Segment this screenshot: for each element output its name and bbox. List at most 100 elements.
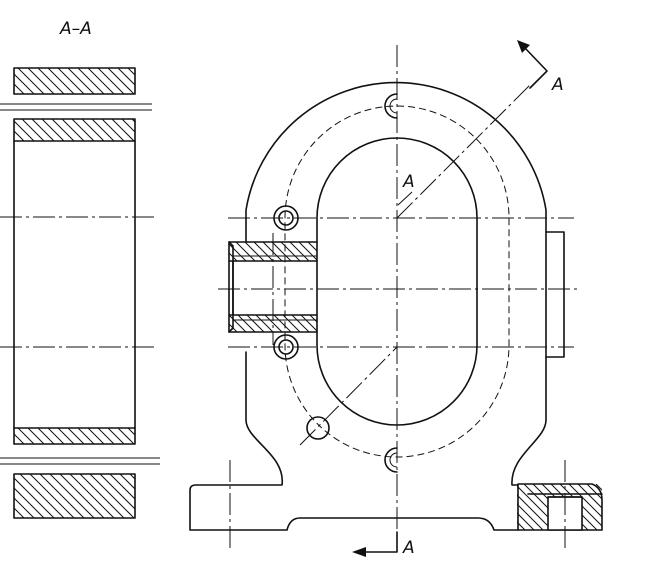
hatch-line bbox=[99, 474, 135, 510]
hatch-line bbox=[14, 477, 55, 518]
hatch-line bbox=[14, 73, 35, 94]
hatch-line bbox=[47, 428, 65, 444]
hatch-line bbox=[237, 315, 256, 332]
section-view-a-a: A–A bbox=[0, 19, 194, 519]
hatch-line bbox=[632, 484, 656, 530]
hatch-line bbox=[0, 428, 4, 444]
hatch-line bbox=[17, 428, 35, 444]
hatch-line bbox=[29, 474, 75, 518]
hatch-line bbox=[87, 428, 105, 444]
inner-slot bbox=[316, 137, 478, 426]
hatch-line bbox=[158, 68, 184, 94]
hatch-line bbox=[517, 484, 544, 530]
hatch-line bbox=[291, 315, 310, 332]
hatch-top-piece bbox=[0, 68, 184, 94]
hatch-line bbox=[461, 484, 507, 530]
hatch-line bbox=[138, 428, 154, 444]
hatch-line bbox=[162, 119, 184, 141]
hole bbox=[306, 416, 330, 440]
hatch-line bbox=[14, 83, 25, 94]
hole-half bbox=[384, 447, 398, 473]
hatch-line bbox=[326, 242, 345, 261]
cutting-plane-line bbox=[396, 84, 531, 219]
hatch-line bbox=[244, 242, 265, 261]
hatch-line bbox=[255, 315, 274, 332]
hatch-line bbox=[14, 487, 45, 518]
hatch-line bbox=[111, 119, 135, 141]
hatch-line bbox=[57, 68, 85, 94]
hatch-line bbox=[71, 119, 95, 141]
hatch-line bbox=[344, 242, 363, 261]
hatch-line bbox=[641, 484, 656, 530]
hatch-line bbox=[0, 119, 4, 141]
hatch-line bbox=[89, 474, 135, 518]
hatch-line bbox=[41, 119, 65, 141]
section-top-piece bbox=[13, 67, 136, 95]
hatch-line bbox=[14, 497, 35, 518]
hatch-line bbox=[264, 315, 283, 332]
hatch-line bbox=[121, 119, 135, 133]
hatch-line bbox=[568, 484, 602, 530]
front-view: A A A bbox=[189, 40, 656, 558]
hatch-line bbox=[623, 484, 656, 530]
hatch-line bbox=[117, 428, 135, 444]
hatch-line bbox=[37, 428, 55, 444]
hatch-line bbox=[235, 242, 256, 261]
hatch-boss-top bbox=[229, 242, 363, 261]
hatch-line bbox=[152, 119, 174, 141]
hatch-line bbox=[150, 474, 194, 518]
hatch-line bbox=[57, 428, 75, 444]
cut-label-top: A bbox=[551, 75, 564, 95]
hatch-line bbox=[17, 68, 45, 94]
hatch-line bbox=[307, 242, 317, 252]
hatch-line bbox=[67, 428, 85, 444]
hatch-line bbox=[140, 474, 184, 518]
hatch-line bbox=[470, 484, 516, 530]
hatch-line bbox=[79, 474, 125, 518]
hatch-line bbox=[229, 252, 238, 261]
hatch-line bbox=[586, 484, 602, 530]
hatch-line bbox=[246, 315, 265, 332]
hatch-line bbox=[117, 68, 135, 86]
hatch-line bbox=[282, 315, 301, 332]
section-main-body bbox=[13, 118, 136, 445]
hatch-line bbox=[271, 242, 292, 261]
hatch-line bbox=[91, 119, 115, 141]
hatch-line bbox=[337, 315, 354, 332]
hatch-line bbox=[0, 68, 4, 94]
hatch-line bbox=[77, 68, 105, 94]
hatch-line bbox=[109, 474, 135, 500]
hatch-line bbox=[229, 315, 247, 332]
hatch-line bbox=[51, 119, 75, 141]
hatch-line bbox=[119, 474, 135, 490]
hatch-line bbox=[107, 68, 135, 94]
cut-label-middle: A bbox=[402, 172, 415, 192]
bolt-circle-hidden bbox=[284, 105, 510, 458]
hatch-line bbox=[148, 68, 174, 94]
hatch-line bbox=[47, 68, 75, 94]
hatch-line bbox=[517, 484, 526, 530]
hatch-line bbox=[14, 140, 15, 141]
hole-half bbox=[384, 93, 398, 119]
hatch-line bbox=[138, 68, 164, 94]
hatch-line bbox=[127, 428, 135, 436]
hatch-line bbox=[328, 315, 345, 332]
hatch-line bbox=[273, 315, 292, 332]
hatch-line bbox=[127, 68, 135, 76]
hatch-line bbox=[577, 484, 602, 530]
hatch-base-piece bbox=[0, 474, 194, 518]
hatch-line bbox=[0, 474, 4, 518]
hatch-line bbox=[229, 243, 247, 261]
hatch-line bbox=[129, 474, 135, 480]
hatch-line bbox=[49, 474, 95, 518]
outer-contour bbox=[189, 81, 547, 531]
hatch-line bbox=[614, 484, 656, 530]
hatch-line bbox=[14, 507, 25, 518]
hatch-line bbox=[202, 315, 219, 332]
right-foot-section bbox=[517, 483, 603, 531]
cutting-plane-line bbox=[299, 346, 398, 446]
hatch-line bbox=[309, 315, 317, 323]
hatch-line bbox=[27, 428, 45, 444]
hatch-line bbox=[21, 119, 45, 141]
section-title: A–A bbox=[59, 19, 92, 39]
